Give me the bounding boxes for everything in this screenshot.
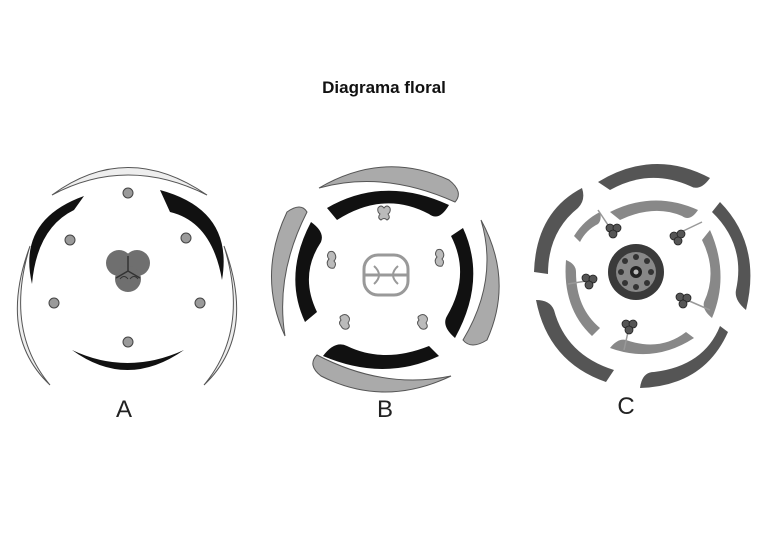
stamen-b-4 [339,314,350,330]
sepal-a-left [16,245,51,386]
sepal-c-2 [712,202,751,310]
stamen-a-5 [194,297,206,309]
stamen-c-1 [605,223,622,239]
stamens-b [326,205,445,330]
stamen-c-2 [669,229,686,246]
petal-c-2 [702,230,721,318]
stamen-c-5 [621,319,638,335]
petal-c-4 [565,260,600,336]
stamen-c-3 [581,273,598,290]
inner-whorl-b [295,190,474,369]
sepal-c-1 [598,163,710,190]
sepal-c-3 [640,326,728,388]
outer-whorl-b [271,166,500,393]
floral-diagram-a [16,167,238,386]
stamen-b-3 [434,248,445,267]
stamens-a [48,187,206,348]
stamen-b-5 [417,314,428,330]
petal-c-5 [574,212,601,242]
petal-a-bottom [72,350,184,370]
petal-b-3 [323,344,439,369]
floral-diagram-b [271,166,500,393]
ovary-a [106,250,150,292]
ovary-b [362,253,410,297]
petal-b-4 [295,222,322,322]
stamen-a-4 [48,297,60,309]
diagram-label-b: B [376,396,393,423]
sepal-a-top [51,167,208,196]
inner-whorl-c [565,200,721,355]
stamen-c-4 [675,292,692,309]
ovary-c [608,244,664,300]
sepal-b-1 [318,166,459,203]
inner-whorl-a [29,190,224,370]
petal-b-1 [327,190,449,220]
diagram-title: Diagrama floral [322,78,446,97]
outer-whorl-a [16,167,238,386]
stamen-a-1 [122,187,134,199]
sepal-b-2 [462,219,500,346]
outer-whorl-c [534,163,751,388]
sepal-c-5 [534,188,584,274]
stamens-c [581,223,692,335]
petal-a-right [160,190,224,280]
sepal-b-3 [312,354,452,393]
floral-diagram-c [534,163,751,388]
petal-b-2 [445,228,474,338]
petal-a-left [29,196,84,284]
sepal-b-4 [271,206,308,337]
stamen-a-2 [64,234,76,246]
stamen-b-1 [377,205,391,221]
sepal-c-4 [536,300,614,382]
diagram-label-c: C [617,393,635,420]
stamen-a-6 [122,336,134,348]
petal-c-3 [610,332,694,355]
stamen-b-2 [326,250,337,269]
petal-c-1 [610,200,698,220]
stamen-a-3 [180,232,192,244]
diagram-label-a: A [115,396,132,423]
sepal-a-right [203,245,238,386]
